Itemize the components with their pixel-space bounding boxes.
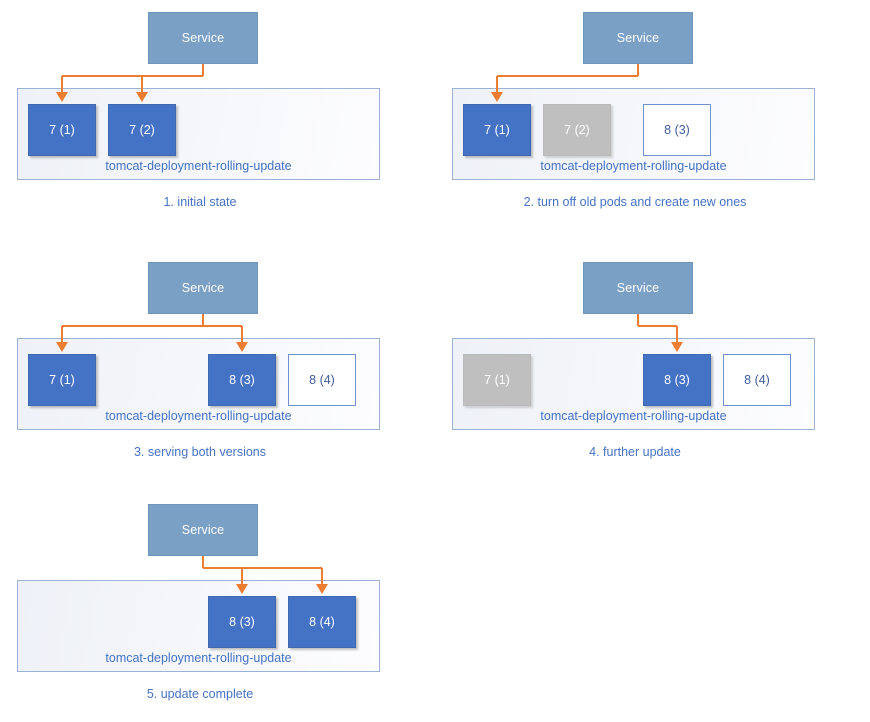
pod-terminating[interactable]: 7 (2) xyxy=(543,104,611,156)
pod-active[interactable]: 7 (1) xyxy=(28,354,96,406)
pod-active[interactable]: 7 (1) xyxy=(463,104,531,156)
pod-label: 8 (3) xyxy=(664,372,690,387)
service-box[interactable]: Service xyxy=(583,12,693,64)
pod-label: 8 (4) xyxy=(744,372,770,387)
service-box[interactable]: Service xyxy=(148,504,258,556)
pod-label: 7 (2) xyxy=(129,122,155,137)
pod-label: 7 (1) xyxy=(484,122,510,137)
service-box[interactable]: Service xyxy=(583,262,693,314)
panel-caption: 3. serving both versions xyxy=(133,445,266,459)
service-label: Service xyxy=(616,30,660,45)
panel-5: tomcat-deployment-rolling-update 8 (3) 8 (… xyxy=(0,492,400,722)
service-label: Service xyxy=(616,280,660,295)
panel-caption: 1. initial state xyxy=(163,195,237,209)
pod-label: 7 (1) xyxy=(49,122,75,137)
pod-label: 8 (4) xyxy=(309,372,335,387)
panel-caption: 2. turn off old pods and create new ones xyxy=(523,195,747,209)
deployment-name-label: tomcat-deployment-rolling-update xyxy=(540,408,727,423)
panel-3: tomcat-deployment-rolling-update 7 (1) 8 (… xyxy=(0,250,400,480)
deployment-name-label: tomcat-deployment-rolling-update xyxy=(540,158,727,173)
pod-label: 8 (3) xyxy=(229,372,255,387)
service-label: Service xyxy=(181,522,225,537)
pod-terminating[interactable]: 7 (1) xyxy=(463,354,531,406)
pod-active[interactable]: 7 (1) xyxy=(28,104,96,156)
pod-active[interactable]: 8 (3) xyxy=(208,354,276,406)
pod-label: 8 (3) xyxy=(229,614,255,629)
deployment-name-label: tomcat-deployment-rolling-update xyxy=(105,158,292,173)
pod-label: 8 (4) xyxy=(309,614,335,629)
service-label: Service xyxy=(181,280,225,295)
pod-label: 7 (1) xyxy=(49,372,75,387)
pod-pending[interactable]: 8 (4) xyxy=(723,354,791,406)
panel-caption: 5. update complete xyxy=(146,687,254,701)
service-box[interactable]: Service xyxy=(148,12,258,64)
pod-pending[interactable]: 8 (4) xyxy=(288,354,356,406)
pod-active[interactable]: 8 (3) xyxy=(643,354,711,406)
pod-active[interactable]: 7 (2) xyxy=(108,104,176,156)
deployment-name-label: tomcat-deployment-rolling-update xyxy=(105,408,292,423)
panel-2: tomcat-deployment-rolling-update 7 (1) 7 (… xyxy=(435,0,835,230)
panel-1: tomcat-deployment-rolling-update 7 (1) 7 (… xyxy=(0,0,400,230)
pod-pending[interactable]: 8 (3) xyxy=(643,104,711,156)
panel-caption: 4. further update xyxy=(589,445,681,459)
deployment-name-label: tomcat-deployment-rolling-update xyxy=(105,650,292,665)
pod-active[interactable]: 8 (4) xyxy=(288,596,356,648)
pod-label: 7 (1) xyxy=(484,372,510,387)
panel-4: tomcat-deployment-rolling-update 7 (1) 8 (… xyxy=(435,250,835,480)
service-label: Service xyxy=(181,30,225,45)
service-box[interactable]: Service xyxy=(148,262,258,314)
pod-label: 7 (2) xyxy=(564,122,590,137)
pod-active[interactable]: 8 (3) xyxy=(208,596,276,648)
pod-label: 8 (3) xyxy=(664,122,690,137)
